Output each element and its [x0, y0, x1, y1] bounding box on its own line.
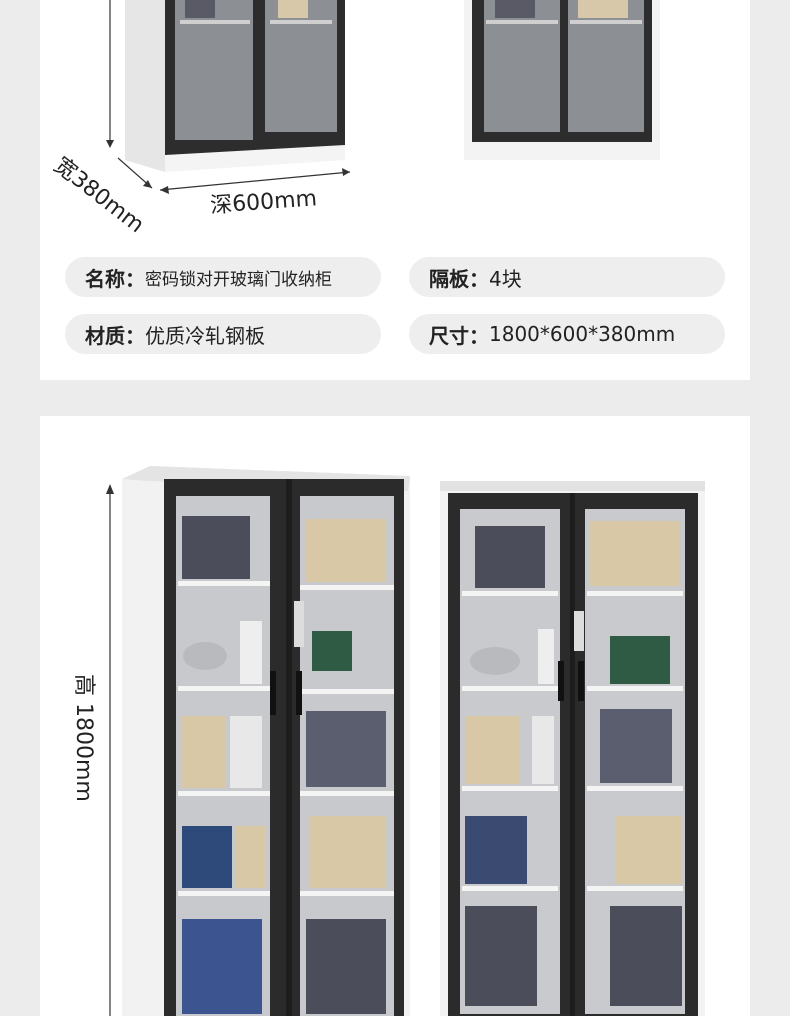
cabinet-perspective-image [122, 466, 410, 1016]
spec-shelves-value: 4块 [489, 266, 522, 291]
spec-name: 名称： 密码锁对开玻璃门收纳柜 [65, 257, 381, 297]
spec-material: 材质： 优质冷轧钢板 [65, 314, 381, 354]
spec-name-key: 名称： [85, 266, 145, 291]
spec-size-value: 1800*600*380mm [489, 322, 676, 346]
spec-shelves-key: 隔板： [429, 266, 489, 291]
cabinet-front-image [440, 481, 705, 1016]
spec-material-value: 优质冷轧钢板 [145, 323, 265, 348]
spec-name-value: 密码锁对开玻璃门收纳柜 [145, 269, 332, 290]
spec-size: 尺寸： 1800*600*380mm [409, 314, 725, 354]
height-dimension-line [106, 484, 114, 1016]
height-dimension-label: 高 1800mm [71, 674, 96, 802]
spec-card: 宽380mm 深600mm 名称： 密码锁对开玻璃门收纳柜 隔板： 4块 材质：… [40, 0, 750, 380]
spec-shelves: 隔板： 4块 [409, 257, 725, 297]
cabinet-top-illustration [106, 0, 660, 194]
product-card: 高 1800mm [40, 416, 750, 1016]
spec-material-key: 材质： [85, 323, 145, 348]
spec-size-key: 尺寸： [429, 323, 489, 348]
